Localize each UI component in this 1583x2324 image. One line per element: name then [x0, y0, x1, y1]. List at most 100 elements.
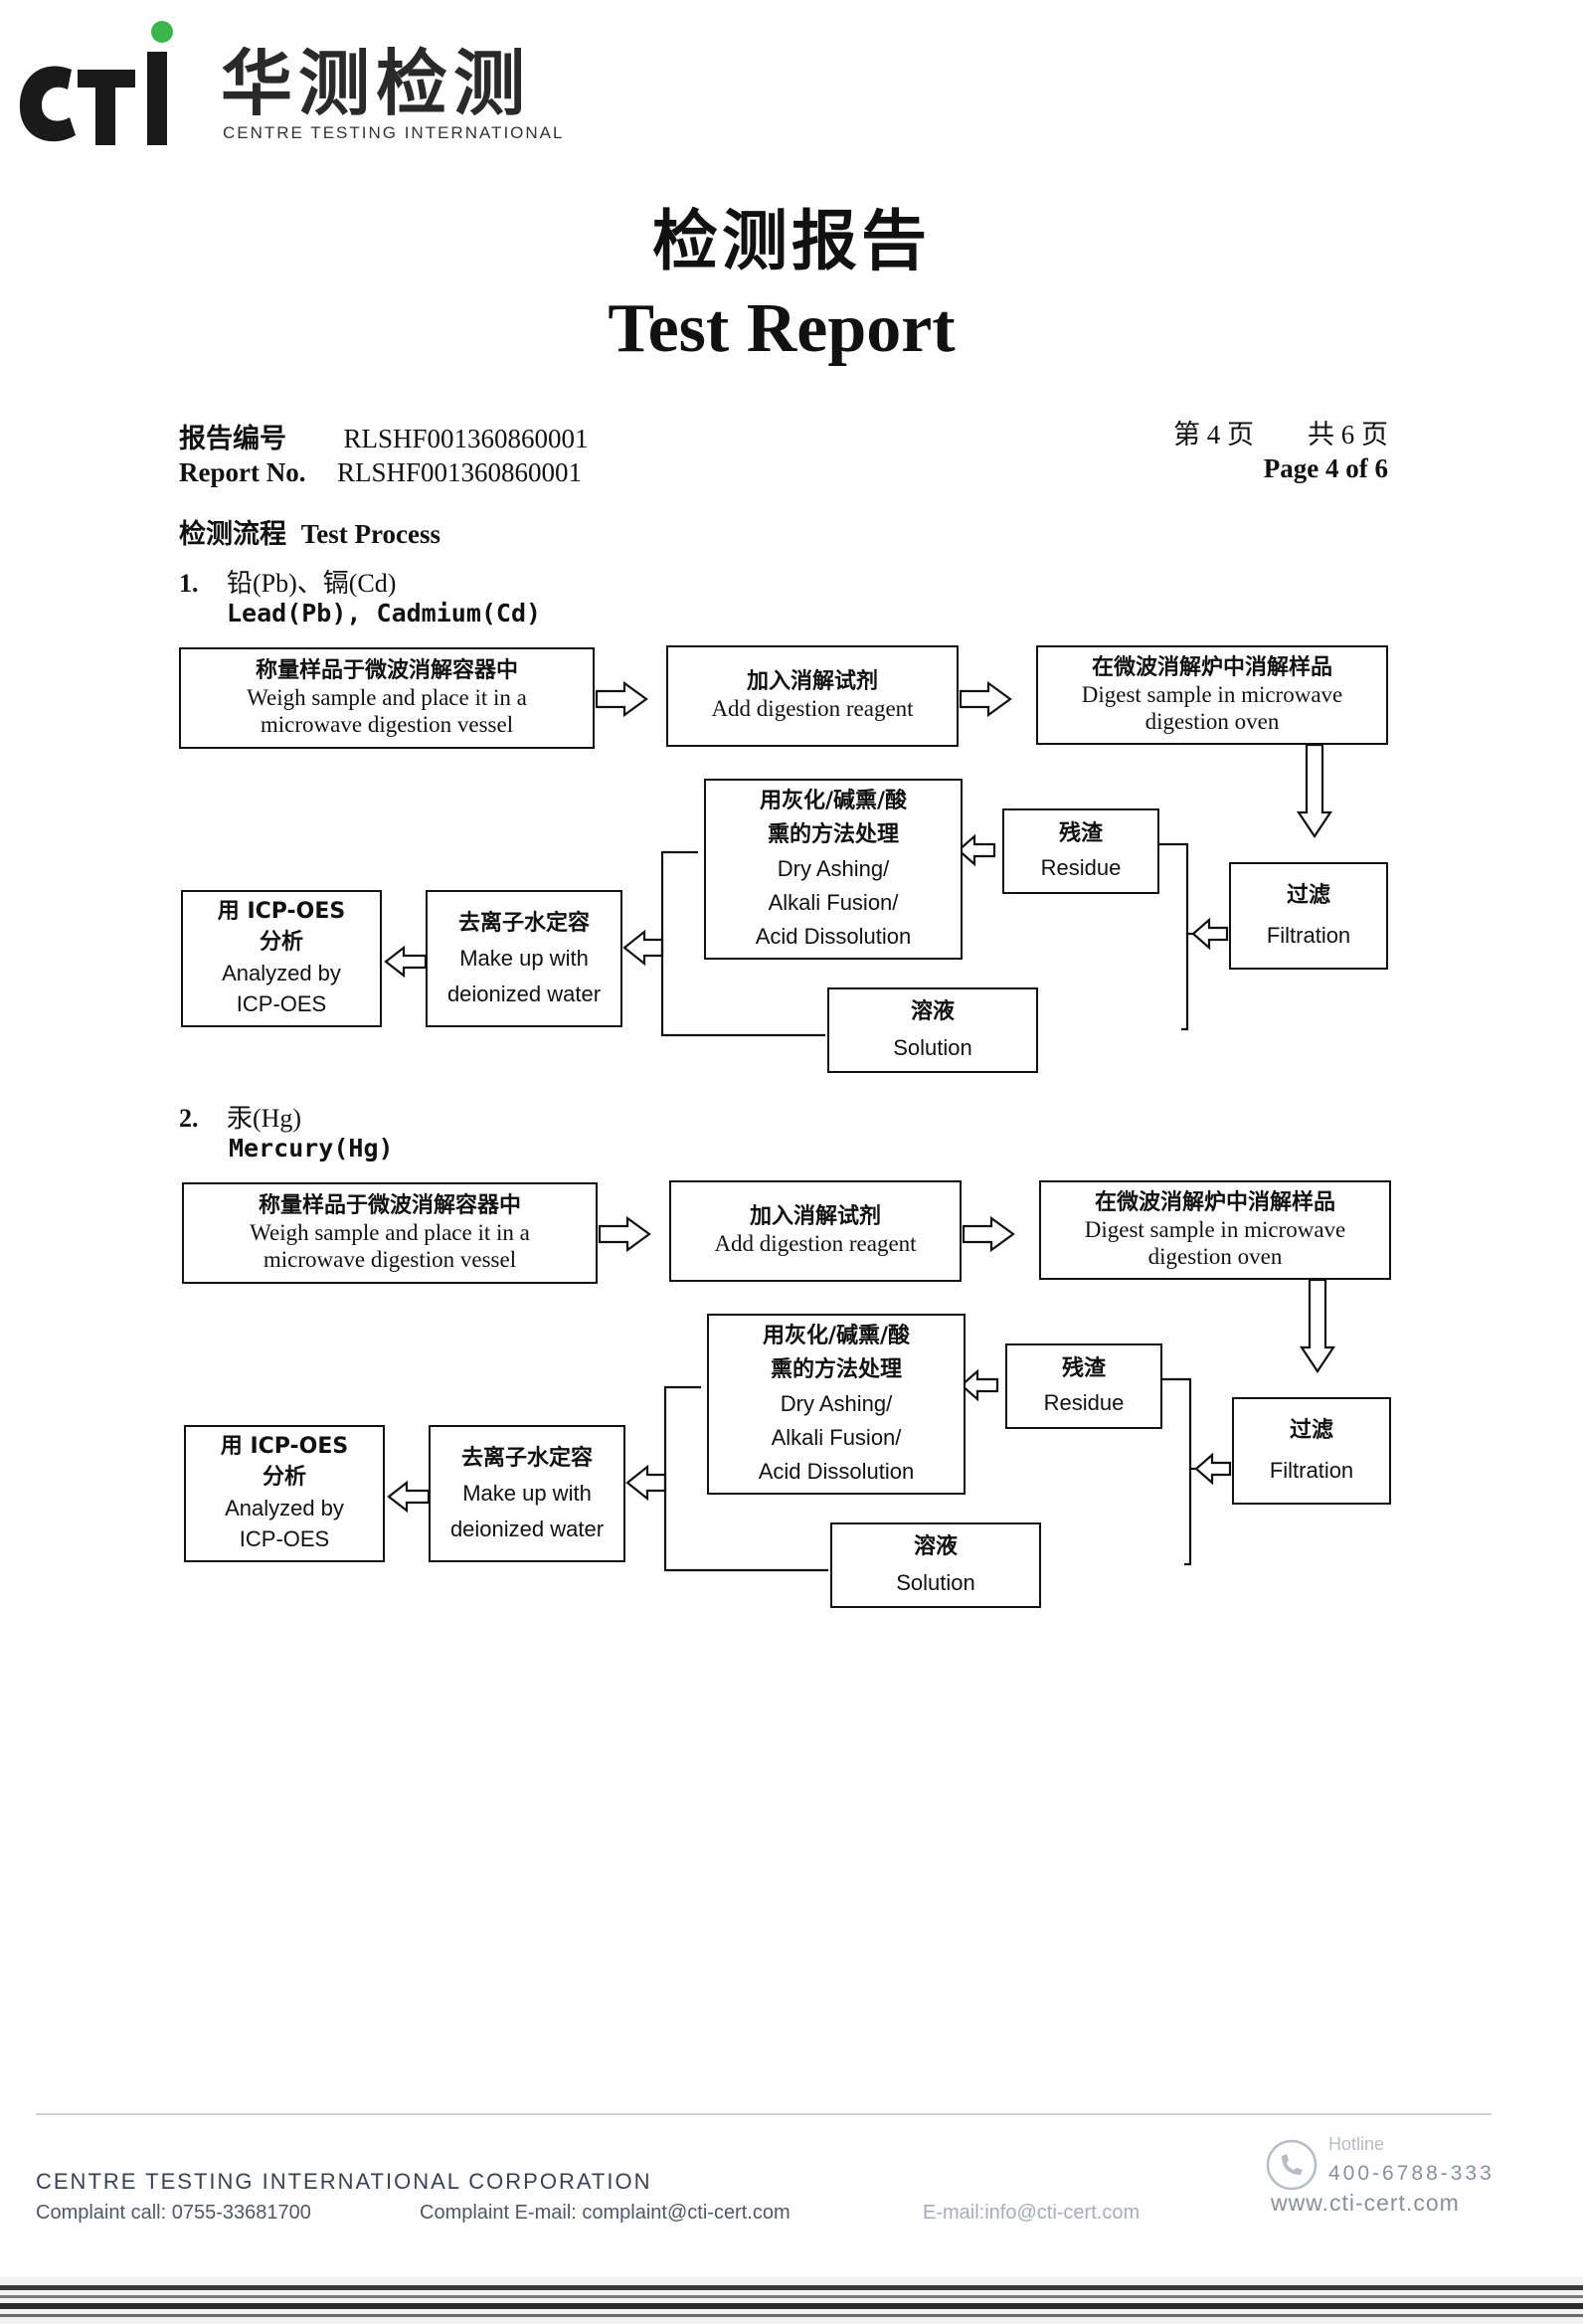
flow-2-index: 2. [179, 1104, 199, 1133]
step-ashing-en2: Alkali Fusion/ [771, 1425, 902, 1451]
step-solution-cn: 溶液 [913, 1534, 958, 1560]
arrow-left [625, 1464, 667, 1502]
flow-2-title-cn: 汞(Hg) [227, 1104, 302, 1133]
flow-1-title-en: Lead(Pb), Cadmium(Cd) [227, 599, 542, 627]
section-title-cn: 检测流程 [179, 519, 286, 549]
report-no-value-en: RLSHF001360860001 [336, 457, 583, 487]
page-indicator-cn: 第 4 页 共 6 页 [1173, 420, 1388, 449]
step-digest-box: 在微波消解炉中消解样品 Digest sample in microwave d… [1036, 645, 1388, 745]
step-ashing-cn2: 熏的方法处理 [767, 821, 899, 847]
step-ashing-en3: Acid Dissolution [758, 1459, 915, 1485]
step-icp-en2: ICP-OES [236, 990, 327, 1016]
step-ashing-cn2: 熏的方法处理 [770, 1356, 902, 1382]
step-ashing-en2: Alkali Fusion/ [768, 890, 899, 916]
arrow-right [595, 680, 648, 718]
step-filtration-en: Filtration [1266, 923, 1351, 948]
arrow-right [959, 680, 1012, 718]
flow-1-heading: 1. 铅(Pb)、镉(Cd) [179, 563, 396, 600]
step-ashing-box: 用灰化/碱熏/酸 熏的方法处理 Dry Ashing/ Alkali Fusio… [704, 779, 963, 960]
cti-logo [19, 21, 173, 145]
step-ashing-cn1: 用灰化/碱熏/酸 [759, 788, 908, 813]
footer-email[interactable]: E-mail:info@cti-cert.com [923, 2202, 1141, 2224]
step-reagent-en: Add digestion reagent [714, 1231, 917, 1257]
step-makeup-cn: 去离子水定容 [457, 911, 590, 937]
step-icp-cn2: 分析 [262, 1465, 306, 1491]
step-ashing-cn1: 用灰化/碱熏/酸 [762, 1323, 911, 1348]
step-makeup-box: 去离子水定容 Make up with deionized water [426, 890, 622, 1027]
footer-website[interactable]: www.cti-cert.com [1271, 2190, 1460, 2216]
step-solution-box: 溶液 Solution [830, 1522, 1041, 1608]
flow-2-heading: 2. 汞(Hg) [179, 1098, 301, 1135]
step-residue-cn: 残渣 [1058, 821, 1103, 847]
step-makeup-cn: 去离子水定容 [460, 1446, 593, 1472]
step-ashing-en3: Acid Dissolution [755, 924, 912, 950]
report-no-value: RLSHF001360860001 [343, 424, 589, 453]
hotline-phone-icon [1266, 2139, 1318, 2191]
flow-1-index: 1. [179, 569, 199, 598]
arrow-right [598, 1215, 651, 1253]
step-icp-en2: ICP-OES [239, 1525, 330, 1551]
arrow-left [387, 1480, 431, 1514]
step-makeup-en2: deionized water [449, 1516, 605, 1541]
arrow-left [1194, 1452, 1232, 1486]
page-indicator-en: Page 4 of 6 [1263, 453, 1388, 483]
report-no-label-en: Report No. [179, 457, 306, 487]
step-makeup-en1: Make up with [462, 1481, 592, 1507]
step-filtration-en: Filtration [1269, 1458, 1354, 1483]
flowchart-1: 称量样品于微波消解容器中 Weigh sample and place it i… [169, 641, 1402, 1089]
arrow-left [957, 833, 996, 867]
step-reagent-cn: 加入消解试剂 [746, 669, 878, 695]
step-makeup-en1: Make up with [459, 946, 589, 972]
step-digest-en2: digestion oven [1147, 1243, 1283, 1269]
step-weigh-box: 称量样品于微波消解容器中 Weigh sample and place it i… [179, 647, 595, 749]
step-solution-en: Solution [893, 1035, 972, 1060]
step-digest-cn: 在微波消解炉中消解样品 [1091, 654, 1332, 680]
company-name-cn: 华测检测 [221, 42, 532, 125]
step-weigh-en2: microwave digestion vessel [260, 711, 514, 737]
step-reagent-cn: 加入消解试剂 [749, 1204, 881, 1230]
flow-2-title-en: Mercury(Hg) [229, 1134, 394, 1162]
flowchart-2-connectors [387, 1215, 1336, 1572]
step-filtration-box: 过滤 Filtration [1232, 1397, 1391, 1505]
arrow-left [622, 929, 664, 967]
step-digest-en1: Digest sample in microwave [1084, 1216, 1346, 1242]
bottom-stripe-border [0, 2277, 1583, 2324]
footer-complaint-call: Complaint call: 0755-33681700 [36, 2202, 311, 2224]
step-residue-cn: 残渣 [1061, 1356, 1106, 1382]
section-title-en: Test Process [300, 519, 440, 549]
report-title-en: Test Report [608, 290, 956, 367]
flowchart-1-connectors [384, 680, 1333, 1037]
step-digest-en2: digestion oven [1144, 708, 1280, 734]
step-icp-cn2: 分析 [259, 930, 303, 956]
report-no-label-cn: 报告编号 [179, 424, 286, 453]
step-makeup-en2: deionized water [446, 981, 602, 1006]
step-makeup-box: 去离子水定容 Make up with deionized water [429, 1425, 625, 1562]
report-number-block: 报告编号 RLSHF001360860001 Report No. RLSHF0… [179, 422, 589, 489]
step-ashing-en1: Dry Ashing/ [780, 1390, 893, 1416]
step-filtration-box: 过滤 Filtration [1229, 862, 1388, 970]
step-icp-en1: Analyzed by [222, 961, 341, 985]
arrow-down [1296, 743, 1333, 838]
step-weigh-en2: microwave digestion vessel [263, 1246, 517, 1272]
step-weigh-box: 称量样品于微波消解容器中 Weigh sample and place it i… [182, 1182, 598, 1284]
step-icp-cn1: 用 ICP-OES [220, 1434, 349, 1460]
report-title-cn: 检测报告 [652, 203, 931, 279]
step-residue-en: Residue [1043, 1390, 1125, 1415]
step-weigh-cn: 称量样品于微波消解容器中 [258, 1192, 521, 1218]
flow-1-title-cn: 铅(Pb)、镉(Cd) [227, 569, 397, 598]
step-weigh-cn: 称量样品于微波消解容器中 [255, 657, 518, 683]
step-reagent-en: Add digestion reagent [711, 696, 914, 722]
page-indicator: 第 4 页 共 6 页 Page 4 of 6 [1173, 418, 1388, 485]
hotline-label: Hotline [1328, 2134, 1385, 2154]
arrow-left [960, 1368, 999, 1402]
step-digest-cn: 在微波消解炉中消解样品 [1094, 1189, 1335, 1215]
step-filtration-cn: 过滤 [1286, 883, 1330, 909]
step-digest-en1: Digest sample in microwave [1081, 681, 1343, 707]
flowchart-2: 称量样品于微波消解容器中 Weigh sample and place it i… [172, 1176, 1405, 1624]
step-reagent-box: 加入消解试剂 Add digestion reagent [669, 1180, 962, 1282]
hotline-number: 400-6788-333 [1328, 2162, 1495, 2185]
step-solution-cn: 溶液 [910, 999, 955, 1025]
step-icp-box: 用 ICP-OES 分析 Analyzed by ICP-OES [184, 1425, 385, 1562]
footer-complaint-email[interactable]: Complaint E-mail: complaint@cti-cert.com [420, 2202, 791, 2224]
step-solution-en: Solution [896, 1570, 975, 1595]
